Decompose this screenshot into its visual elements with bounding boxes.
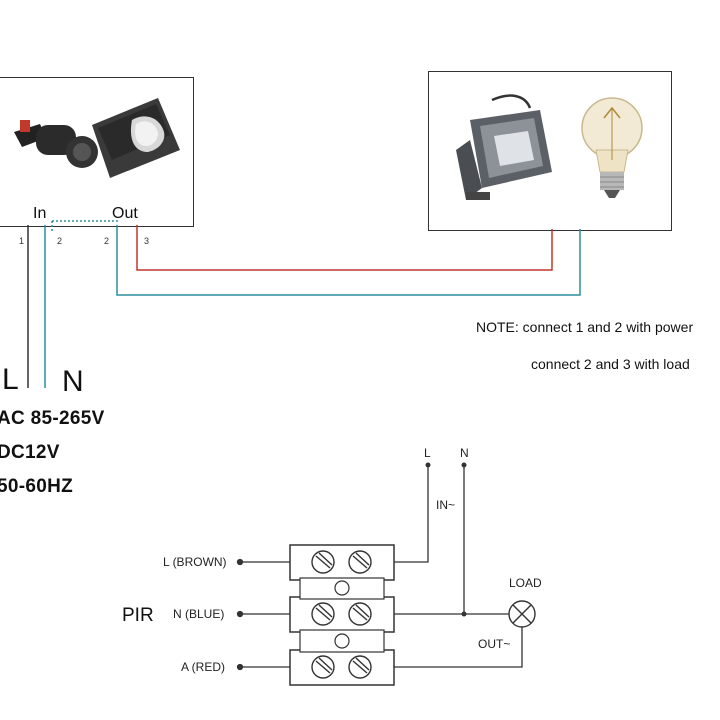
in-label: IN~ xyxy=(436,498,456,512)
wire-label-brown: L (BROWN) xyxy=(163,555,227,569)
out-label: OUT~ xyxy=(478,637,511,651)
wire-label-red: A (RED) xyxy=(181,660,226,674)
pir-label: PIR xyxy=(122,605,154,626)
note-line-2: connect 2 and 3 with load xyxy=(531,356,690,372)
pin-label: 2 xyxy=(104,236,110,246)
schematic-wiring xyxy=(236,462,536,686)
load-lamp-symbol xyxy=(508,600,536,628)
spec-frequency: 50-60HZ xyxy=(0,476,74,497)
note-line-1: NOTE: connect 1 and 2 with power xyxy=(476,319,694,335)
top-wiring xyxy=(27,220,581,388)
sensor-out-label: Out xyxy=(112,205,138,222)
pir-sensor-image xyxy=(14,98,180,178)
light-bulb-image xyxy=(581,97,643,198)
spec-voltage-dc: DC12V xyxy=(0,442,60,463)
schematic-N-label: N xyxy=(460,446,469,460)
pin-label: 1 xyxy=(19,236,25,246)
wire-label-blue: N (BLUE) xyxy=(173,607,225,621)
floodlight-image xyxy=(456,94,552,200)
schematic-L-label: L xyxy=(424,446,431,460)
spec-voltage-ac: AC 85-265V xyxy=(0,408,105,429)
supply-L-label: L xyxy=(2,363,19,396)
pin-label: 2 xyxy=(57,236,63,246)
supply-N-label: N xyxy=(62,365,84,398)
pin-label: 3 xyxy=(144,236,150,246)
load-label: LOAD xyxy=(509,576,542,590)
sensor-in-label: In xyxy=(33,205,47,222)
